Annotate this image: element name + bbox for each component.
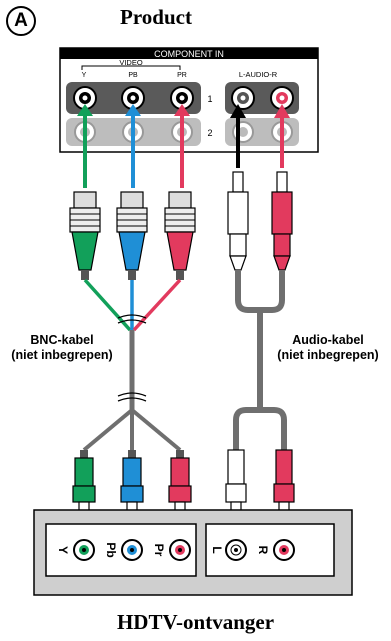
receiver-title: HDTV-ontvanger xyxy=(116,610,275,634)
audio-cable-label-line1: Audio-kabel xyxy=(292,333,364,347)
audio-rca-top-red xyxy=(271,171,293,271)
row-2-label: 2 xyxy=(207,128,212,138)
receiver-label-y: Y xyxy=(56,546,70,554)
jack-label-pb: PB xyxy=(128,72,138,79)
cable-break-marks xyxy=(117,314,147,402)
bnc-connector-y xyxy=(69,191,101,280)
bnc-cable-wires xyxy=(82,278,182,452)
connection-arrows xyxy=(77,104,290,188)
jack-pr-1 xyxy=(170,86,194,110)
receiver-jack-l xyxy=(225,539,247,561)
receiver-jack-y xyxy=(73,539,95,561)
component-in-header: COMPONENT IN xyxy=(154,49,224,59)
receiver-label-r: R xyxy=(256,546,270,555)
bnc-cable-label: BNC-kabel (niet inbegrepen) xyxy=(2,333,122,363)
row-1-label: 1 xyxy=(207,94,212,104)
audio-label: L-AUDIO-R xyxy=(239,70,278,79)
audio-rca-top-white xyxy=(227,171,249,271)
receiver-label-pb: Pb xyxy=(104,542,118,557)
audio-cable-wires xyxy=(233,270,287,450)
bnc-cable-label-line2: (niet inbegrepen) xyxy=(11,348,113,362)
bnc-connector-pb xyxy=(116,191,148,280)
receiver-label-pr: Pr xyxy=(152,544,166,557)
receiver-label-l: L xyxy=(210,546,224,553)
receiver-jack-r xyxy=(273,539,295,561)
jack-label-pr: PR xyxy=(177,72,187,79)
component-panel: COMPONENT IN VIDEO Y PB PR L-AUDIO-R 1 2 xyxy=(59,47,319,153)
receiver-jack-pr xyxy=(169,539,191,561)
hdtv-receiver-panel: Y Pb Pr L R xyxy=(33,509,353,596)
jack-label-y: Y xyxy=(82,72,87,79)
section-badge: A xyxy=(6,6,36,36)
bnc-connector-pr xyxy=(164,191,196,280)
audio-cable-label: Audio-kabel (niet inbegrepen) xyxy=(268,333,388,363)
audio-cable-label-line2: (niet inbegrepen) xyxy=(277,348,379,362)
bnc-cable-label-line1: BNC-kabel xyxy=(30,333,94,347)
product-title: Product xyxy=(120,5,192,29)
jack-audio-l-1 xyxy=(231,86,255,110)
video-label: VIDEO xyxy=(119,58,143,67)
receiver-jack-pb xyxy=(121,539,143,561)
